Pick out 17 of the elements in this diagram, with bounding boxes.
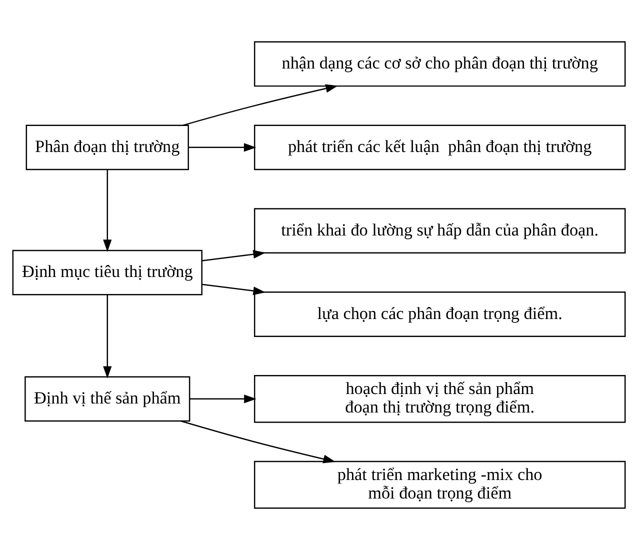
arrow [103, 170, 112, 252]
node-box: phát triển các kết luận phân đoạn thị trường [254, 124, 626, 170]
arrow [190, 394, 256, 404]
node-box: lựa chọn các phân đoạn trọng điểm. [254, 292, 626, 337]
node-box: Phân đoạn thị trường [26, 124, 189, 170]
arrow [182, 84, 338, 126]
arrow [180, 420, 336, 464]
node-box: Định mục tiêu thị trường [12, 250, 202, 296]
arrow [103, 294, 112, 379]
node-box: phát triển marketing -mix cho mỗi đoạn trọng điểm [254, 460, 626, 509]
node-box: Định vị thế sản phẩm [24, 376, 190, 422]
arrow [188, 143, 256, 152]
arrow [202, 250, 266, 262]
node-box: hoạch định vị thế sản phẩm đoạn thị trường trọng điểm. [254, 374, 626, 423]
arrow [202, 284, 266, 296]
node-box: nhận dạng các cơ sở cho phân đoạn thị trường [254, 41, 626, 87]
node-box: triển khai đo lường sự hấp dẫn của phân đoạn. [254, 208, 626, 254]
